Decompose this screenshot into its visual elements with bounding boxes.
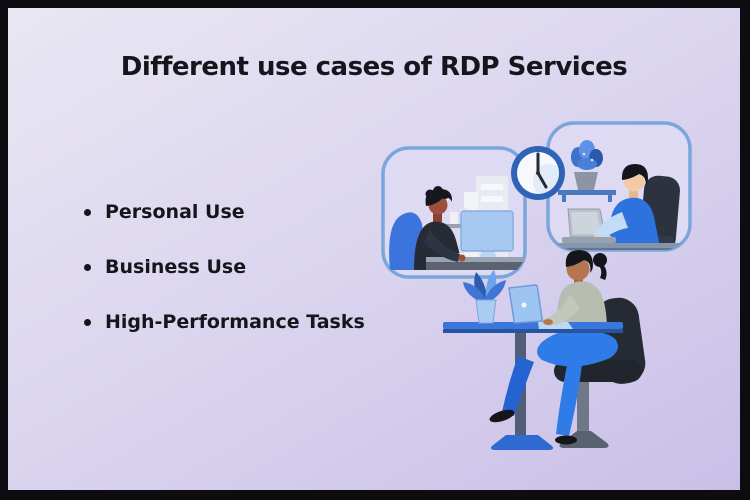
bullet-label: Business Use — [105, 256, 247, 278]
wall-shelf — [558, 190, 616, 202]
bullet-dot-icon — [84, 318, 91, 326]
plant-icon — [571, 140, 603, 190]
desk-top — [443, 322, 623, 329]
bullet-item-business-use: Business Use — [84, 255, 365, 279]
clock-icon — [511, 146, 565, 200]
right-desk-top — [552, 243, 686, 248]
desk-foot — [490, 435, 554, 450]
bullet-label: Personal Use — [105, 201, 245, 223]
desk-plant-icon — [463, 270, 506, 324]
left-desk-top — [426, 257, 524, 262]
page-title: Different use cases of RDP Services — [120, 52, 628, 82]
bullet-dot-icon — [84, 263, 91, 271]
bullet-label: High-Performance Tasks — [105, 311, 365, 333]
right-desk-front — [552, 248, 686, 250]
typing-arm — [543, 294, 580, 326]
bullet-dot-icon — [84, 208, 91, 216]
right-worker-frame — [546, 121, 692, 252]
bullet-item-high-performance-tasks: High-Performance Tasks — [84, 310, 365, 334]
bullet-item-personal-use: Personal Use — [84, 200, 365, 224]
laptop-icon — [567, 208, 607, 238]
woman-at-desk-scene — [443, 250, 646, 450]
remote-work-illustration — [381, 121, 692, 450]
woman-legs — [489, 331, 618, 445]
left-worker-frame — [381, 146, 527, 279]
left-desk-front — [426, 262, 524, 270]
typing-arm — [424, 230, 466, 262]
laptop-base — [562, 237, 616, 243]
desk-edge — [443, 329, 623, 333]
use-case-list: Personal Use Business Use High-Performan… — [84, 200, 365, 365]
man-at-laptop — [609, 164, 660, 247]
woman-upper-body — [557, 250, 607, 332]
